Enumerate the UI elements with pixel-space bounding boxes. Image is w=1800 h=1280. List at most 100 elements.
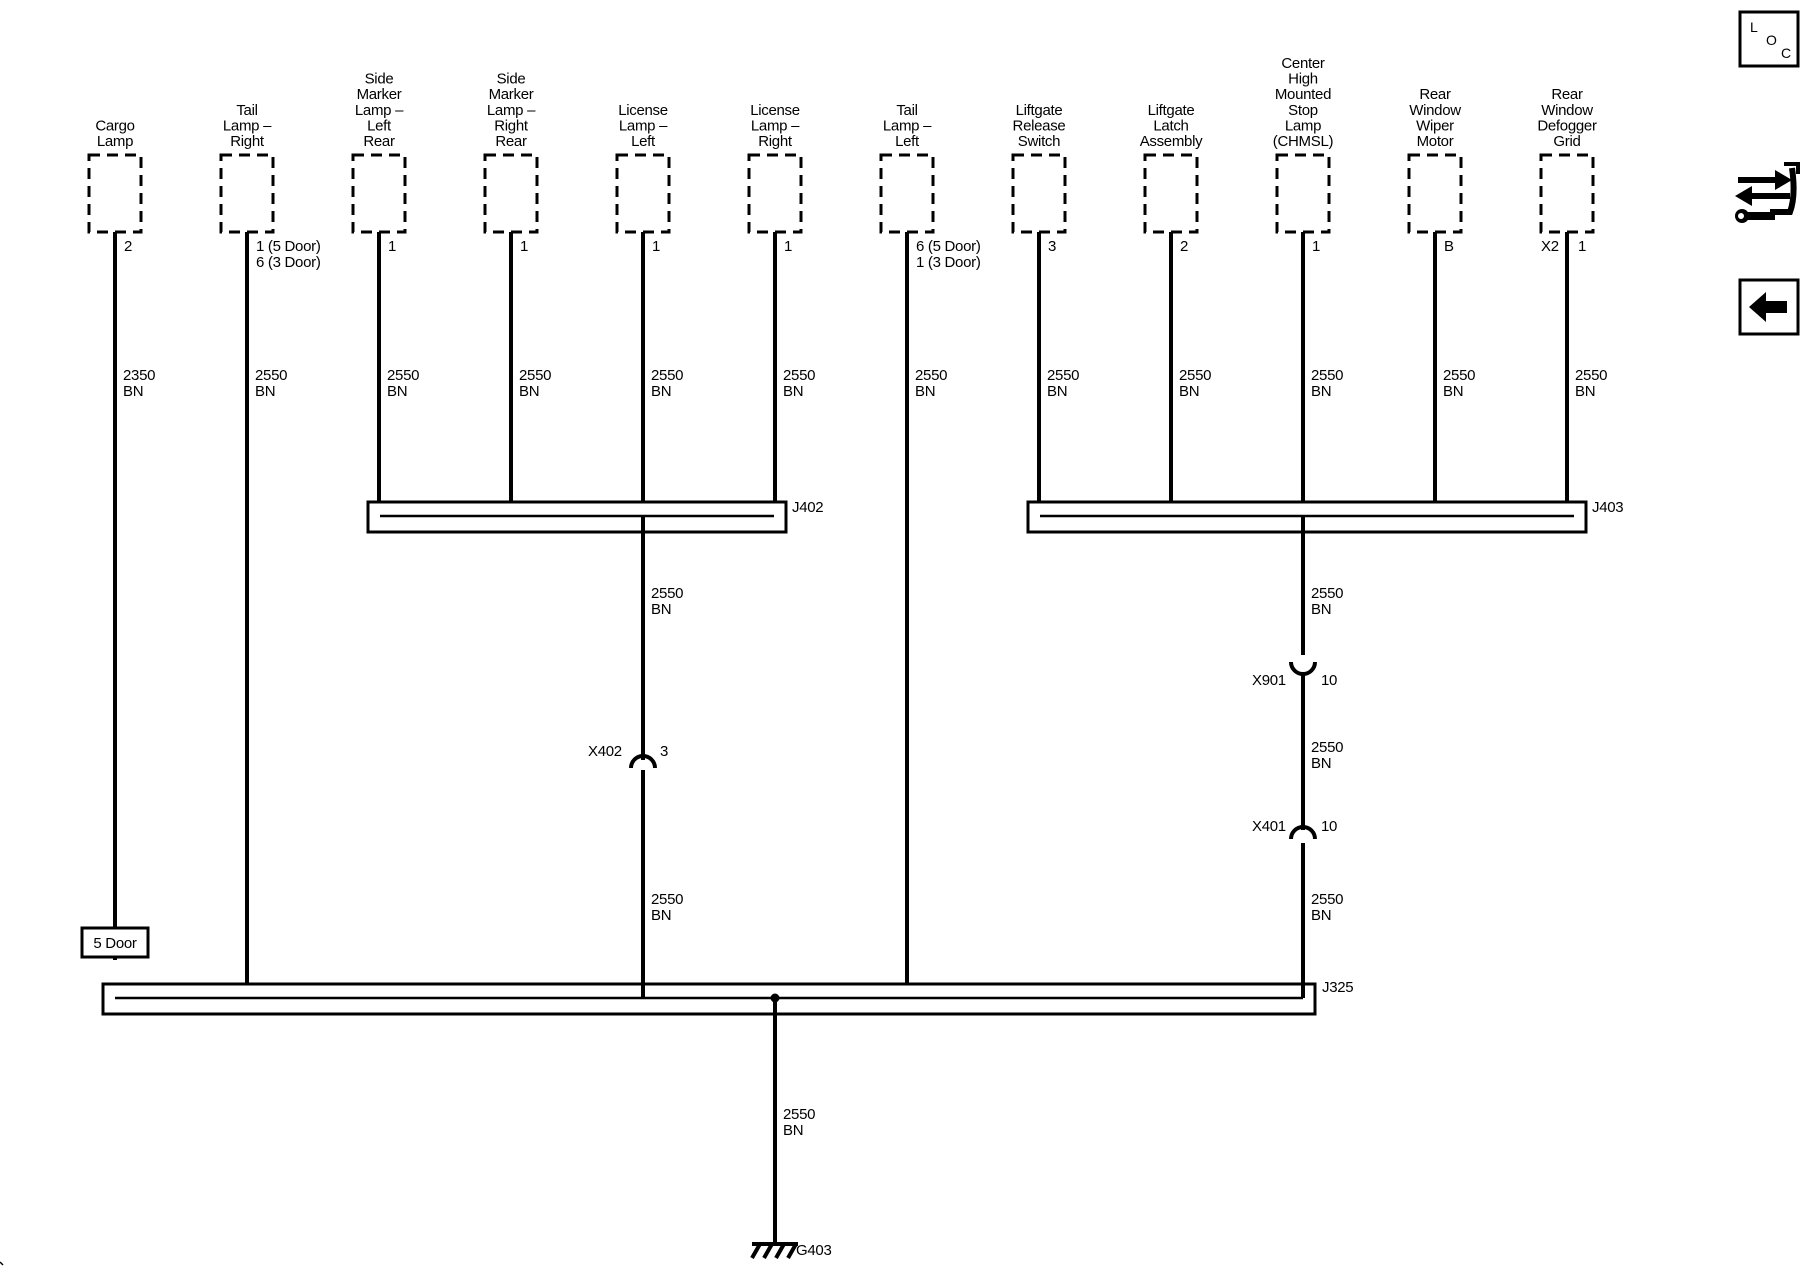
ground-symbol-g403: G403 xyxy=(750,1242,832,1259)
inline-connector-x901: X901 xyxy=(1252,672,1286,689)
wire-label-circuit: 2550 xyxy=(519,367,551,384)
component-label-line: High xyxy=(1288,71,1318,88)
component-pin-alt: 1 (3 Door) xyxy=(916,254,981,271)
component-pin: 6 (5 Door) xyxy=(916,238,981,255)
ground-label: G403 xyxy=(796,1242,832,1259)
component-label-line: Side xyxy=(497,71,526,88)
wire-label-color: BN xyxy=(651,907,671,924)
splice-pack-j325: J325 xyxy=(101,979,1354,1016)
wire-label-color: BN xyxy=(1311,601,1331,618)
wire-label-color: BN xyxy=(1047,383,1067,400)
back-arrow-icon xyxy=(1749,292,1787,322)
wire-label-color: BN xyxy=(1443,383,1463,400)
component-label-line: Lamp – xyxy=(487,102,536,119)
component-label-line: Lamp xyxy=(97,133,133,150)
component-label-line: Marker xyxy=(489,86,534,103)
component-label-line: Cargo xyxy=(95,117,134,134)
wire-label-circuit: 2550 xyxy=(1047,367,1079,384)
inline-connector-x901-pin: 10 xyxy=(1321,672,1337,689)
component-label-line: Window xyxy=(1541,102,1593,119)
wire-label-color: BN xyxy=(519,383,539,400)
component-pin: 2 xyxy=(1180,238,1188,255)
loc-letter-o: O xyxy=(1766,32,1777,48)
wire-label-circuit: 2550 xyxy=(783,367,815,384)
wire-label-circuit: 2350 xyxy=(123,367,155,384)
wire-label-circuit: 2550 xyxy=(1443,367,1475,384)
component-connector-id: X2 xyxy=(1541,238,1559,255)
component-label-line: Right xyxy=(230,133,265,150)
splice-label-j403: J403 xyxy=(1592,499,1623,516)
component-label-line: Tail xyxy=(236,102,257,119)
component-label-line: Release xyxy=(1013,117,1066,134)
component-label-line: Window xyxy=(1409,102,1461,119)
component-label-line: Latch xyxy=(1153,117,1188,134)
wire-label-circuit: 2550 xyxy=(255,367,287,384)
component-label-line: Side xyxy=(365,71,394,88)
component-connector-box xyxy=(87,153,143,234)
component-label-line: Lamp – xyxy=(751,117,800,134)
wire-label-circuit: 2550 xyxy=(651,891,683,908)
wire-label-circuit: 2550 xyxy=(1575,367,1607,384)
splice-pack-j402: J402 xyxy=(366,499,824,534)
component-label-line: (CHMSL) xyxy=(1273,133,1334,150)
back-button[interactable] xyxy=(1738,278,1800,336)
wire-label-circuit: 2550 xyxy=(1311,891,1343,908)
component-label-line: Motor xyxy=(1417,133,1454,150)
component-label-line: Rear xyxy=(1551,86,1583,103)
component-connector-box xyxy=(879,153,935,234)
wire-label-circuit: 2550 xyxy=(1311,367,1343,384)
component-label-line: Lamp – xyxy=(883,117,932,134)
component-label-line: Left xyxy=(631,133,656,150)
component-label-line: Left xyxy=(895,133,920,150)
component-pin-alt: 6 (3 Door) xyxy=(256,254,321,271)
option-box-5-door: 5 Door xyxy=(80,926,150,959)
component-label-line: Right xyxy=(758,133,793,150)
component-pin: B xyxy=(1444,238,1454,255)
component-connector-box xyxy=(1011,153,1067,234)
inline-connector-x401-pin: 10 xyxy=(1321,818,1337,835)
wire-label-color: BN xyxy=(255,383,275,400)
loc-letter-c: C xyxy=(1781,45,1791,61)
wire-label-circuit: 2550 xyxy=(651,367,683,384)
component-pin: 2 xyxy=(124,238,132,255)
arrows-wrench-icon xyxy=(1735,162,1800,223)
page-corner-mark xyxy=(0,1261,4,1266)
wire-label-color: BN xyxy=(651,601,671,618)
loc-button[interactable]: L O C xyxy=(1738,10,1800,68)
wire-label-color: BN xyxy=(915,383,935,400)
lower-wiring: 2550 BN X402 3 2550 BN 2550 BN X901 10 2… xyxy=(588,516,1343,1243)
component-connector-box xyxy=(483,153,539,234)
option-box-label: 5 Door xyxy=(93,935,137,952)
component-pin: 1 xyxy=(652,238,660,255)
component-label-line: Assembly xyxy=(1140,133,1203,150)
component-label-line: Wiper xyxy=(1416,117,1454,134)
service-button[interactable] xyxy=(1735,162,1800,223)
component-pin: 1 xyxy=(388,238,396,255)
splice-label-j325: J325 xyxy=(1322,979,1353,996)
inline-connector-x402: X402 xyxy=(588,743,622,760)
loc-letter-l: L xyxy=(1750,19,1758,35)
component-connector-box xyxy=(1539,153,1595,234)
component-label-line: Lamp – xyxy=(223,117,272,134)
component-pin: 3 xyxy=(1048,238,1056,255)
component-connector-box xyxy=(1407,153,1463,234)
component-label-line: Right xyxy=(494,117,529,134)
component-connector-box xyxy=(1275,153,1331,234)
component-pin: 1 xyxy=(1578,238,1586,255)
component-connector-box xyxy=(1143,153,1199,234)
wire-label-circuit: 2550 xyxy=(1311,739,1343,756)
wire-label-color: BN xyxy=(783,383,803,400)
wire-label-color: BN xyxy=(123,383,143,400)
component-label-line: Rear xyxy=(363,133,395,150)
